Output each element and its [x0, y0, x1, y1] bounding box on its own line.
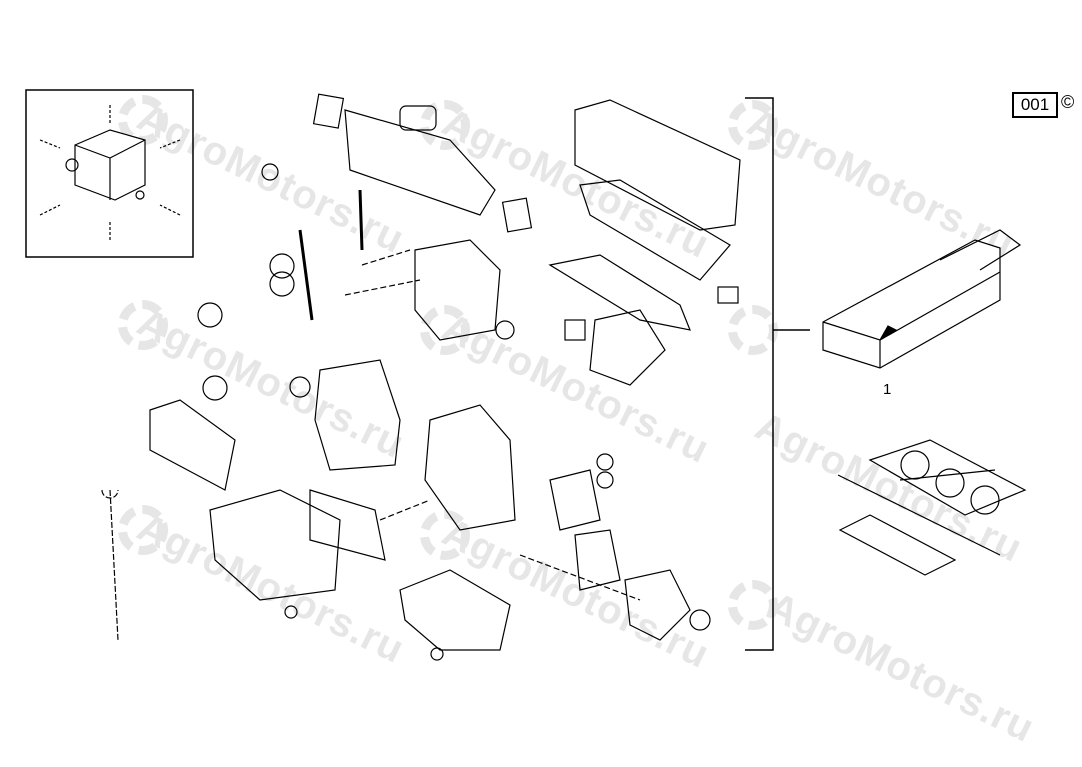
gasket-kit-package — [822, 229, 1022, 369]
callout-label: 1 — [883, 381, 892, 398]
orientation-inset — [25, 89, 194, 258]
watermark-gear — [420, 305, 470, 355]
watermark-gear — [118, 300, 168, 350]
reference-number-badge: 001 — [1012, 92, 1058, 118]
gasket-set-sketch — [837, 439, 1027, 576]
watermark-gear — [420, 100, 470, 150]
kit-bracket — [745, 97, 810, 651]
copyright-symbol: © — [1061, 92, 1075, 112]
watermark-gear — [420, 510, 470, 560]
watermark-gear — [118, 505, 168, 555]
engine-parts — [101, 93, 741, 661]
